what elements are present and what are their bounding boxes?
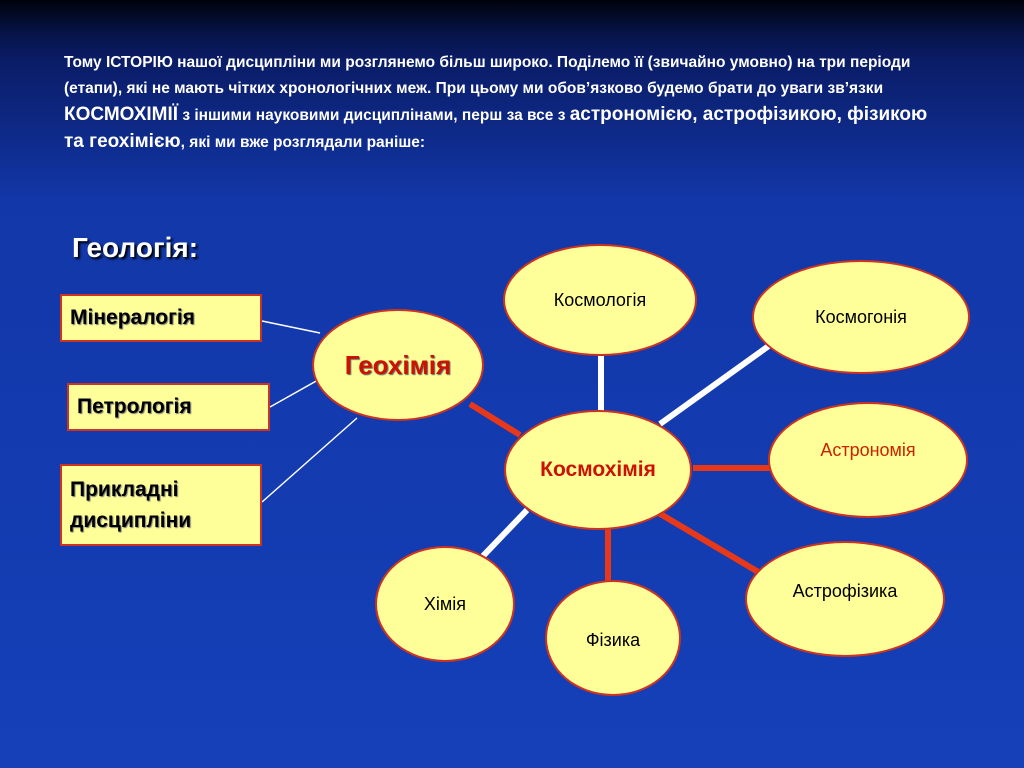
intro-text-1: Тому ІСТОРІЮ нашої дисципліни ми розглян… [64, 54, 911, 97]
petrology-label: Петрологія [77, 395, 192, 418]
applied-disciplines-label: Прикладні дисципліни [70, 478, 192, 532]
intro-text-3: , які ми вже розглядали раніше: [180, 134, 426, 151]
chemistry-node: Хімія [375, 546, 515, 662]
cosmogony-node: Космогонія [752, 260, 970, 374]
cosmogony-label: Космогонія [815, 306, 907, 327]
geology-heading: Геологія: [72, 232, 199, 263]
geochemistry-node: Геохімія [312, 309, 484, 421]
intro-text-2: з іншими науковими дисциплінами, перш за… [178, 107, 570, 124]
link-mineralogy [261, 320, 321, 334]
top-bar [0, 0, 1024, 34]
intro-paragraph: Тому ІСТОРІЮ нашої дисципліни ми розглян… [64, 50, 944, 156]
physics-node: Фізика [545, 580, 681, 696]
link-astrophysics [655, 509, 762, 576]
link-cosmogony [658, 342, 772, 427]
link-chemistry [480, 507, 530, 559]
cosmology-node: Космологія [503, 244, 697, 356]
link-applied [261, 417, 358, 503]
kosmochemistry-label: Космохімія [540, 458, 656, 481]
chemistry-label: Хімія [423, 593, 467, 614]
astrophysics-label: Астрофізика [792, 580, 898, 601]
petrology-box: Петрологія [67, 383, 270, 431]
mineralogy-label: Мінералогія [70, 306, 195, 329]
physics-label: Фізика [585, 629, 641, 650]
geochemistry-label: Геохімія [344, 349, 452, 380]
cosmology-label: Космологія [553, 289, 647, 310]
link-geochemistry [468, 401, 522, 438]
astronomy-label: Астрономія [820, 439, 916, 460]
intro-kosmochemistry: КОСМОХІМІЇ [64, 104, 179, 125]
mineralogy-box: Мінералогія [60, 294, 262, 342]
astronomy-node: Астрономія [768, 402, 968, 518]
link-petrology [269, 379, 319, 408]
applied-disciplines-box: Прикладні дисципліни [60, 464, 262, 546]
astrophysics-node: Астрофізика [745, 541, 945, 657]
intro-sciences: астрономією, астрофізикою, фізикою та ге… [64, 104, 928, 152]
kosmochemistry-center-node: Космохімія [504, 410, 692, 530]
